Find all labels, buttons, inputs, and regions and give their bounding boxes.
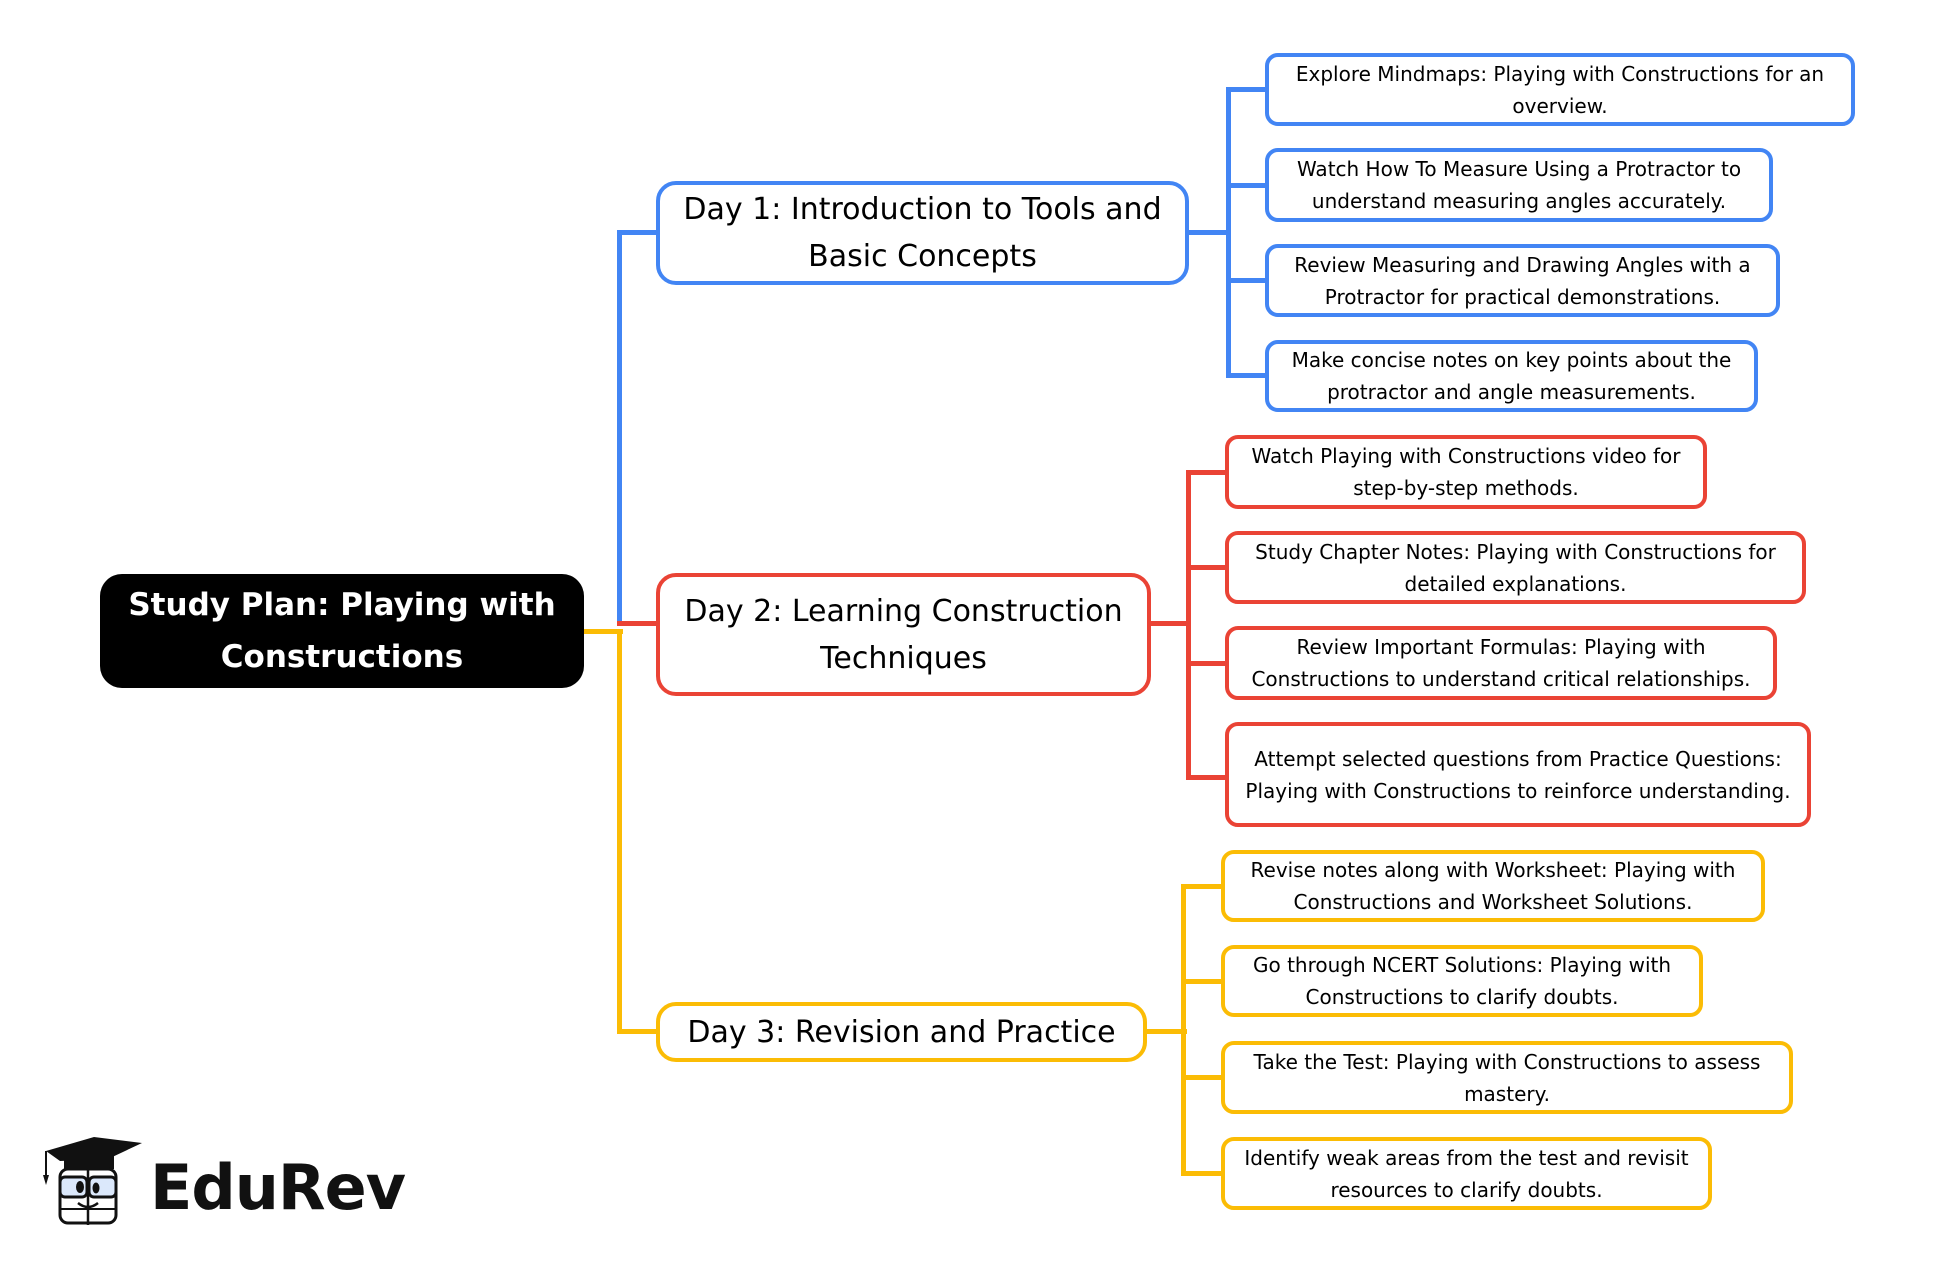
connector-day1-task4 bbox=[1226, 373, 1266, 378]
connector-day1-task2 bbox=[1226, 183, 1266, 188]
connector-trunk-day3 bbox=[617, 629, 622, 1034]
day1-task-4[interactable]: Make concise notes on key points about t… bbox=[1265, 340, 1758, 412]
day2-task-3[interactable]: Review Important Formulas: Playing with … bbox=[1225, 626, 1777, 700]
day1-node[interactable]: Day 1: Introduction to Tools and Basic C… bbox=[656, 181, 1189, 285]
edurev-logo-text: EduRev bbox=[150, 1151, 406, 1224]
connector-day3-task2 bbox=[1181, 979, 1223, 984]
connector-day1-out bbox=[1189, 230, 1229, 235]
task-label: Study Chapter Notes: Playing with Constr… bbox=[1255, 539, 1776, 596]
day1-task-1[interactable]: Explore Mindmaps: Playing with Construct… bbox=[1265, 53, 1855, 126]
connector-day2-task2 bbox=[1186, 565, 1226, 570]
edurev-mascot-icon bbox=[38, 1133, 142, 1227]
day2-task-4[interactable]: Attempt selected questions from Practice… bbox=[1225, 722, 1811, 827]
day3-node-label: Day 3: Revision and Practice bbox=[687, 1014, 1116, 1050]
root-node[interactable]: Study Plan: Playing with Constructions bbox=[100, 574, 584, 688]
day3-task-1[interactable]: Revise notes along with Worksheet: Playi… bbox=[1221, 850, 1765, 922]
day3-task-4[interactable]: Identify weak areas from the test and re… bbox=[1221, 1137, 1712, 1210]
task-label: Watch Playing with Constructions video f… bbox=[1251, 444, 1681, 500]
connector-day3-task3 bbox=[1181, 1075, 1223, 1080]
day3-task-3[interactable]: Take the Test: Playing with Construction… bbox=[1221, 1041, 1793, 1114]
connector-day2-task3 bbox=[1186, 661, 1226, 666]
connector-day3-task4 bbox=[1181, 1171, 1223, 1176]
day3-task-2[interactable]: Go through NCERT Solutions: Playing with… bbox=[1221, 945, 1703, 1017]
day1-task-2[interactable]: Watch How To Measure Using a Protractor … bbox=[1265, 148, 1773, 222]
task-label: Review Important Formulas: Playing with … bbox=[1251, 635, 1751, 691]
day3-node[interactable]: Day 3: Revision and Practice bbox=[656, 1002, 1147, 1062]
connector-day1-vertical bbox=[1226, 87, 1231, 377]
task-label: Take the Test: Playing with Construction… bbox=[1253, 1049, 1761, 1106]
connector-day3-task1 bbox=[1181, 884, 1223, 889]
task-label: Identify weak areas from the test and re… bbox=[1244, 1145, 1689, 1202]
task-label: Attempt selected questions from Practice… bbox=[1245, 746, 1791, 803]
task-label: Explore Mindmaps: Playing with Construct… bbox=[1295, 61, 1825, 118]
root-node-label: Study Plan: Playing with Constructions bbox=[128, 587, 556, 675]
day2-task-1[interactable]: Watch Playing with Constructions video f… bbox=[1225, 435, 1707, 509]
connector-root bbox=[583, 629, 623, 634]
connector-branch-day3 bbox=[617, 1029, 657, 1034]
day1-task-3[interactable]: Review Measuring and Drawing Angles with… bbox=[1265, 244, 1780, 317]
connector-day2-vertical bbox=[1186, 470, 1191, 780]
task-label: Revise notes along with Worksheet: Playi… bbox=[1250, 858, 1736, 914]
connector-day1-task1 bbox=[1226, 87, 1266, 92]
task-label: Make concise notes on key points about t… bbox=[1291, 348, 1732, 404]
connector-day3-vertical bbox=[1181, 884, 1186, 1176]
connector-day2-task4 bbox=[1186, 775, 1226, 780]
day2-task-2[interactable]: Study Chapter Notes: Playing with Constr… bbox=[1225, 531, 1806, 604]
connector-day1-task3 bbox=[1226, 278, 1266, 283]
connector-trunk-day1 bbox=[617, 230, 622, 626]
day2-node-label: Day 2: Learning Construction Techniques bbox=[684, 593, 1123, 676]
connector-branch-day1 bbox=[617, 230, 657, 235]
task-label: Watch How To Measure Using a Protractor … bbox=[1296, 157, 1742, 213]
task-label: Review Measuring and Drawing Angles with… bbox=[1294, 252, 1751, 309]
day2-node[interactable]: Day 2: Learning Construction Techniques bbox=[656, 573, 1151, 696]
connector-day2-out bbox=[1151, 621, 1191, 626]
connector-trunk-day2 bbox=[617, 621, 657, 626]
connector-day2-task1 bbox=[1186, 470, 1226, 475]
connector-day3-out bbox=[1147, 1029, 1187, 1034]
day1-node-label: Day 1: Introduction to Tools and Basic C… bbox=[683, 192, 1162, 274]
task-label: Go through NCERT Solutions: Playing with… bbox=[1252, 953, 1672, 1009]
